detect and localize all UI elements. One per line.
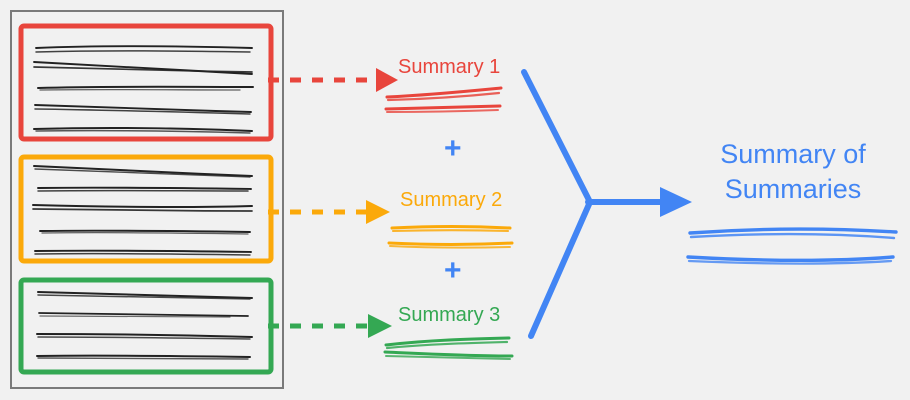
chunk-orange-border	[18, 154, 274, 264]
merge-arrow-head	[660, 187, 692, 217]
merge-arrow	[521, 69, 669, 339]
chunk-green-text-lines	[36, 291, 253, 360]
summary-1-lines	[384, 86, 503, 113]
chunk-red-text-lines	[33, 45, 254, 134]
chunk-orange-text-lines	[32, 165, 253, 256]
document-chunk-orange[interactable]	[18, 154, 274, 264]
summary-2-label: Summary 2	[400, 189, 503, 211]
document-chunk-red[interactable]	[18, 23, 274, 142]
source-document-outline	[10, 10, 284, 389]
arrow-chunk-green-to-summary-3	[268, 314, 392, 338]
arrow-chunk-red-to-summary-1	[268, 68, 398, 92]
summary-of-summaries-label: Summary of Summaries	[720, 139, 866, 204]
plus-operator-1: +	[444, 132, 462, 165]
plus-operator-2: +	[444, 254, 462, 287]
summary-2-lines	[387, 225, 514, 249]
final-summary-lines	[686, 227, 898, 265]
summary-3-label: Summary 3	[398, 304, 501, 326]
summary-1-label: Summary 1	[398, 56, 501, 78]
arrow-chunk-orange-to-summary-2	[268, 200, 390, 224]
summary-3-lines	[383, 336, 514, 360]
